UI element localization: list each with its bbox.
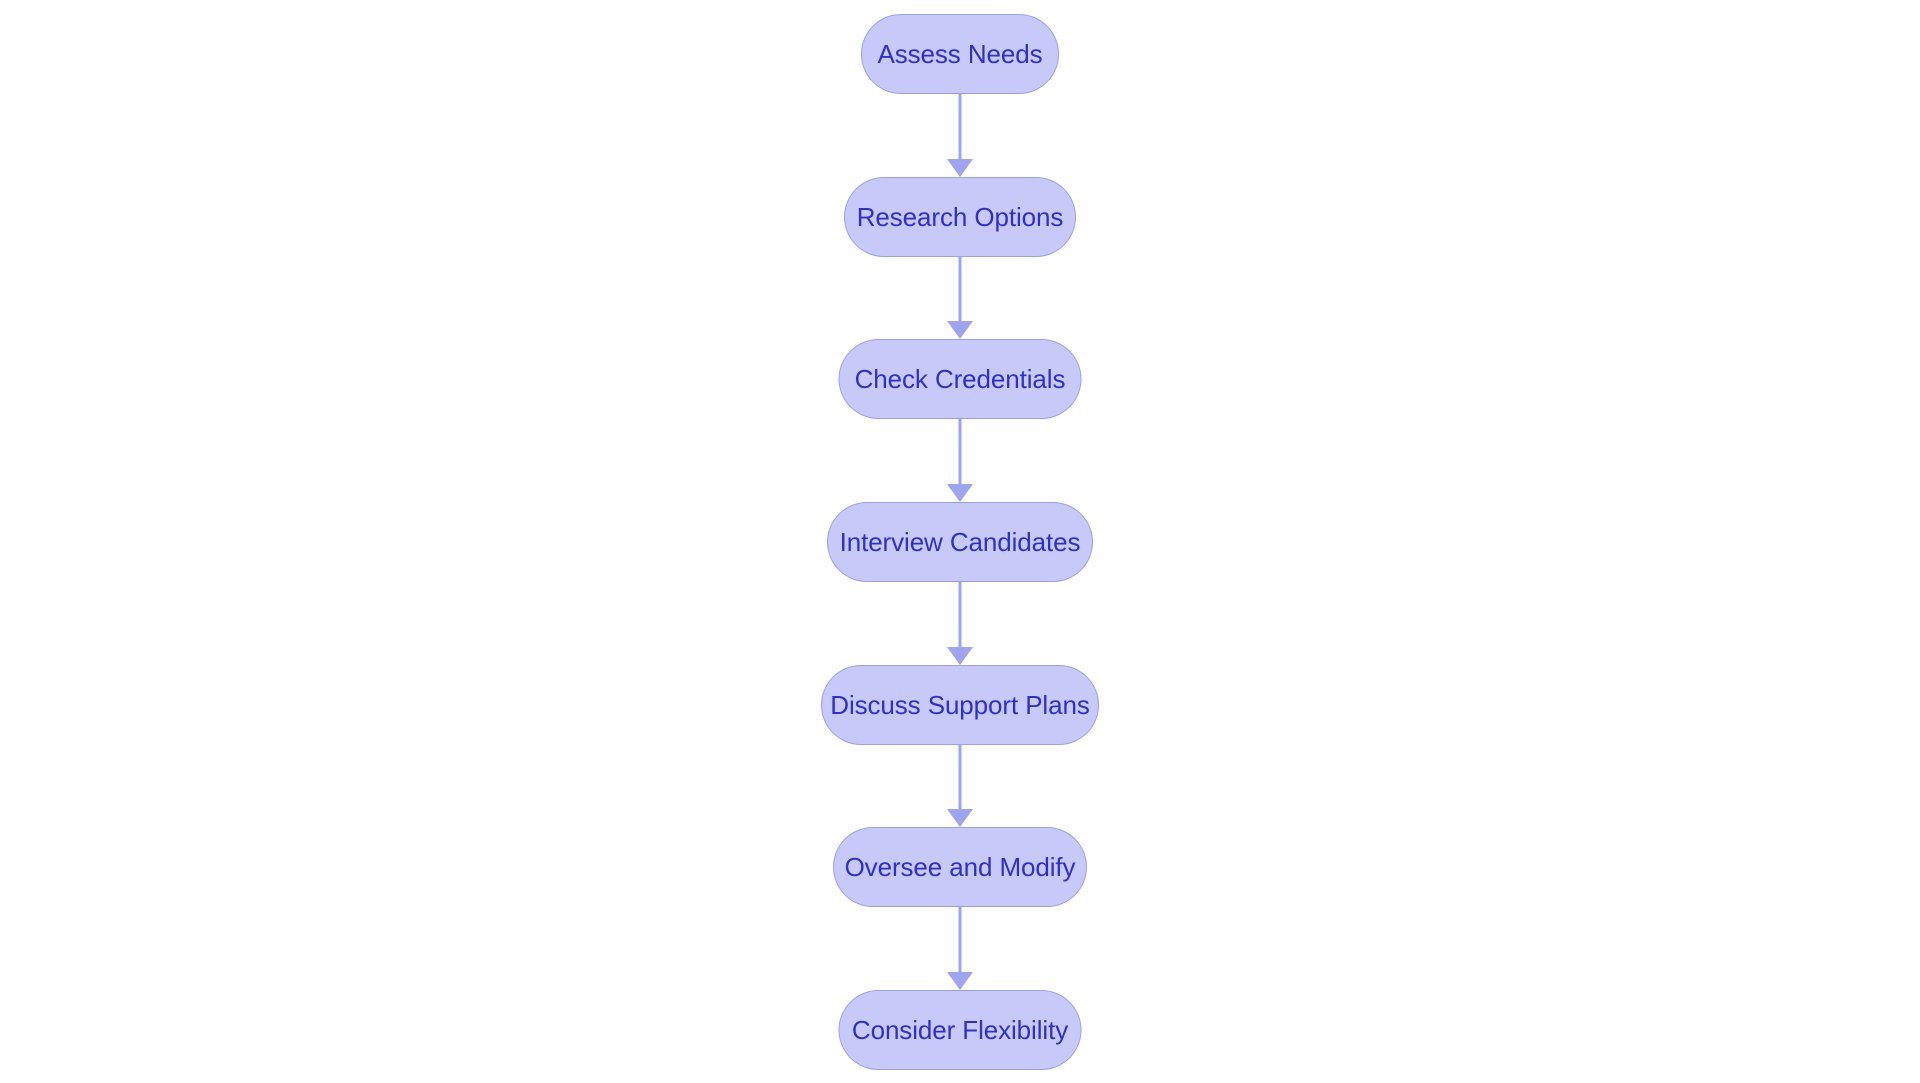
connector-line <box>958 582 962 647</box>
flow-node-label: Research Options <box>856 202 1064 232</box>
flow-connector-2 <box>947 257 973 339</box>
arrowhead-down-icon <box>947 484 973 502</box>
flow-connector-5 <box>947 745 973 827</box>
flow-node-check-credentials[interactable]: Check Credentials <box>838 339 1082 419</box>
connector-line <box>958 419 962 484</box>
arrowhead-down-icon <box>947 159 973 177</box>
arrowhead-down-icon <box>947 809 973 827</box>
flow-node-label: Consider Flexibility <box>851 1015 1069 1045</box>
arrowhead-down-icon <box>947 647 973 665</box>
flow-node-label: Assess Needs <box>877 39 1043 69</box>
connector-line <box>958 94 962 159</box>
flow-node-oversee-and-modify[interactable]: Oversee and Modify <box>833 827 1087 907</box>
flow-node-discuss-support-plans[interactable]: Discuss Support Plans <box>821 665 1099 745</box>
flow-connector-6 <box>947 907 973 990</box>
arrowhead-down-icon <box>947 321 973 339</box>
flow-node-research-options[interactable]: Research Options <box>844 177 1076 257</box>
flow-node-consider-flexibility[interactable]: Consider Flexibility <box>838 990 1082 1070</box>
connector-line <box>958 907 962 972</box>
flow-connector-3 <box>947 419 973 502</box>
flow-connector-1 <box>947 94 973 177</box>
flow-connector-4 <box>947 582 973 665</box>
flow-node-label: Oversee and Modify <box>844 852 1076 882</box>
flow-node-label: Interview Candidates <box>839 527 1081 557</box>
flow-node-assess-needs[interactable]: Assess Needs <box>861 14 1059 94</box>
flow-node-label: Discuss Support Plans <box>830 690 1090 720</box>
flow-node-interview-candidates[interactable]: Interview Candidates <box>827 502 1093 582</box>
connector-line <box>958 745 962 809</box>
connector-line <box>958 257 962 321</box>
arrowhead-down-icon <box>947 972 973 990</box>
flow-node-label: Check Credentials <box>854 364 1066 394</box>
